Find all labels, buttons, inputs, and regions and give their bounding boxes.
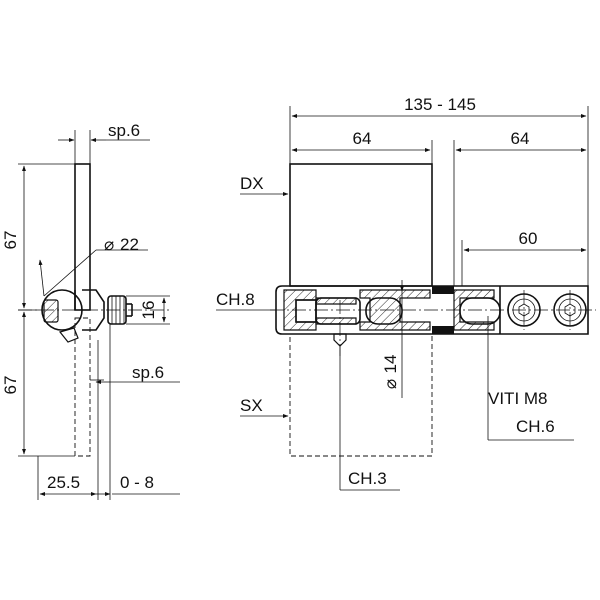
dim-25-5: 25.5 <box>47 473 80 492</box>
gasket <box>432 286 454 294</box>
left-side-view: 67 67 sp.6 ⌀ 22 16 sp.6 25.5 <box>1 121 180 500</box>
right-front-view: 135 - 145 64 64 60 DX CH.8 SX 14 ⌀ CH.3 <box>216 95 596 491</box>
dim-64-left: 64 <box>353 129 372 148</box>
dim-sp6-top: sp.6 <box>108 121 140 140</box>
dim-16: 16 <box>139 301 158 320</box>
label-ch6: CH.6 <box>516 417 555 436</box>
plate-dx <box>289 163 433 287</box>
diameter-symbol-2: ⌀ <box>381 379 400 389</box>
dim-0-8: 0 - 8 <box>120 473 154 492</box>
dim-diameter-22: 22 <box>120 235 139 254</box>
diameter-symbol-1: ⌀ <box>104 235 114 254</box>
label-ch3: CH.3 <box>348 469 387 488</box>
plate-lower-hidden <box>74 317 91 457</box>
label-sx: SX <box>240 396 263 415</box>
dim-135-145: 135 - 145 <box>404 95 476 114</box>
hinge-body <box>275 285 589 335</box>
label-ch8: CH.8 <box>216 290 255 309</box>
label-dx: DX <box>240 174 264 193</box>
plate-upper <box>74 163 91 311</box>
plate-sx <box>289 333 433 457</box>
dim-60: 60 <box>519 229 538 248</box>
dim-67-lower: 67 <box>1 376 20 395</box>
dim-64-right: 64 <box>511 129 530 148</box>
dim-67-upper: 67 <box>1 231 20 250</box>
dim-sp6-bottom: sp.6 <box>132 363 164 382</box>
label-viti-m8: VITI M8 <box>488 389 548 408</box>
dim-diameter-14: 14 <box>381 355 400 374</box>
